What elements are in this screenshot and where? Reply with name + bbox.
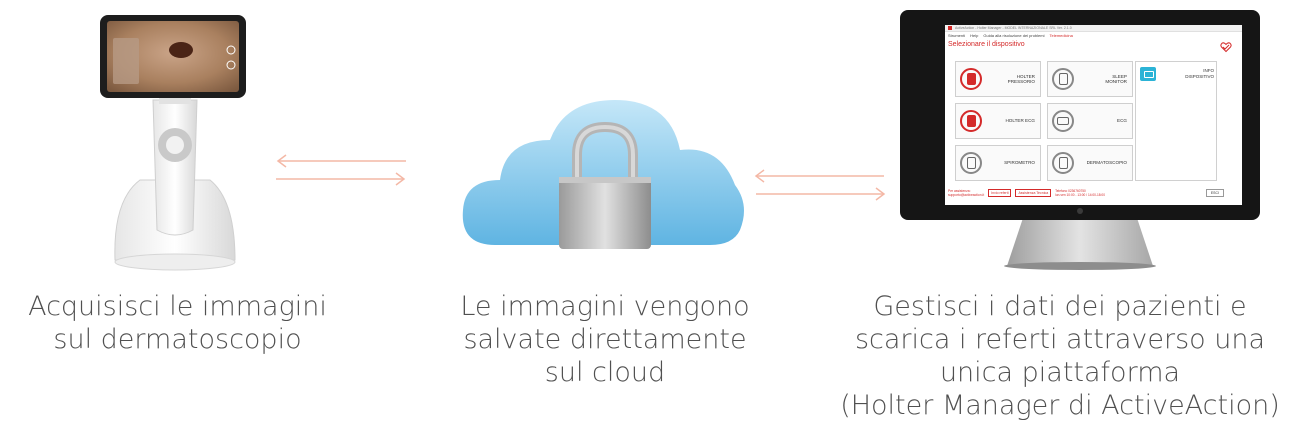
support-contact[interactable]: Per assistenza:supporto@activeaction.it <box>948 188 985 197</box>
page-title: Selezionare il dispositivo <box>948 41 1025 48</box>
app-menu-bar: Strumenti Help Guida alla risoluzione de… <box>945 32 1242 39</box>
invio-referti-button[interactable]: Invio referti <box>988 188 1012 197</box>
holter-manager-app: ActiveAction - Holter Manager - MODEL IN… <box>945 25 1242 205</box>
menu-telemedicina[interactable]: Telemedicina <box>1049 33 1073 38</box>
phone-device-icon <box>960 68 982 90</box>
caption-step1-line1: Acquisisci le immagini <box>28 291 327 322</box>
dermatoscope-icon <box>1052 152 1074 174</box>
caption-step3-line2: scarica i referti attraverso una <box>854 324 1266 355</box>
device-card-dermatoscopio[interactable]: Dermatoscopio <box>1047 145 1133 181</box>
caption-step3: Gestisci i dati dei pazienti e scarica i… <box>825 290 1295 422</box>
device-label: Spirometro <box>1004 160 1035 166</box>
menu-help[interactable]: Help <box>970 33 979 38</box>
device-label: HolterPressorio <box>1007 73 1035 85</box>
device-label: Dermatoscopio <box>1086 160 1127 166</box>
caption-step2-line2: salvate direttamente <box>463 324 747 355</box>
app-header: Selezionare il dispositivo <box>945 39 1242 55</box>
device-card-sleep-monitor[interactable]: SleepMonitor <box>1047 61 1133 97</box>
transfer-arrows-left <box>276 154 406 186</box>
caption-step2: Le immagini vengono salvate direttamente… <box>430 290 780 389</box>
device-card-spirometro[interactable]: Spirometro <box>955 145 1041 181</box>
assistenza-tecnica-button[interactable]: Assistenza Tecnica <box>1015 188 1052 197</box>
caption-step1: Acquisisci le immagini sul dermatoscopio <box>10 290 345 356</box>
caption-step3-line4: (Holter Manager di ActiveAction) <box>840 390 1280 421</box>
device-card-holter-pressorio[interactable]: HolterPressorio <box>955 61 1041 97</box>
info-label: InfoDispositivo <box>1185 68 1214 79</box>
ecg-icon <box>1052 110 1074 132</box>
device-label: Holter ECG <box>1005 118 1035 124</box>
heart-device-icon <box>960 110 982 132</box>
device-grid: HolterPressorio SleepMonitor Holter ECG … <box>955 61 1133 181</box>
device-card-holter-ecg[interactable]: Holter ECG <box>955 103 1041 139</box>
device-label: ECG <box>1117 118 1127 124</box>
caption-step3-line3: unica piattaforma <box>939 357 1181 388</box>
dermatoscope-device-illustration <box>100 15 246 271</box>
caption-step3-line1: Gestisci i dati dei pazienti e <box>873 291 1247 322</box>
exit-button[interactable]: ESCI <box>1205 188 1224 197</box>
device-label: SleepMonitor <box>1105 73 1127 85</box>
device-card-ecg[interactable]: ECG <box>1047 103 1133 139</box>
app-logo-icon <box>948 26 952 30</box>
heart-logo-icon <box>1220 42 1232 53</box>
cloud-lock-illustration <box>462 100 744 249</box>
spirometer-icon <box>960 152 982 174</box>
app-footer: Per assistenza:supporto@activeaction.it … <box>945 186 1242 199</box>
caption-step2-line1: Le immagini vengono <box>460 291 750 322</box>
app-titlebar: ActiveAction - Holter Manager - MODEL IN… <box>945 25 1242 32</box>
info-device-icon[interactable] <box>1140 67 1156 81</box>
menu-strumenti[interactable]: Strumenti <box>948 33 966 38</box>
menu-guida[interactable]: Guida alla risoluzione dei problemi <box>983 33 1045 38</box>
caption-step1-line2: sul dermatoscopio <box>53 324 302 355</box>
window-title: ActiveAction - Holter Manager - MODEL IN… <box>955 26 1072 30</box>
info-dispositivo-panel: InfoDispositivo <box>1135 61 1217 181</box>
caption-step2-line3: sul cloud <box>544 357 666 388</box>
transfer-arrows-right <box>754 169 886 201</box>
sleep-monitor-icon <box>1052 68 1074 90</box>
